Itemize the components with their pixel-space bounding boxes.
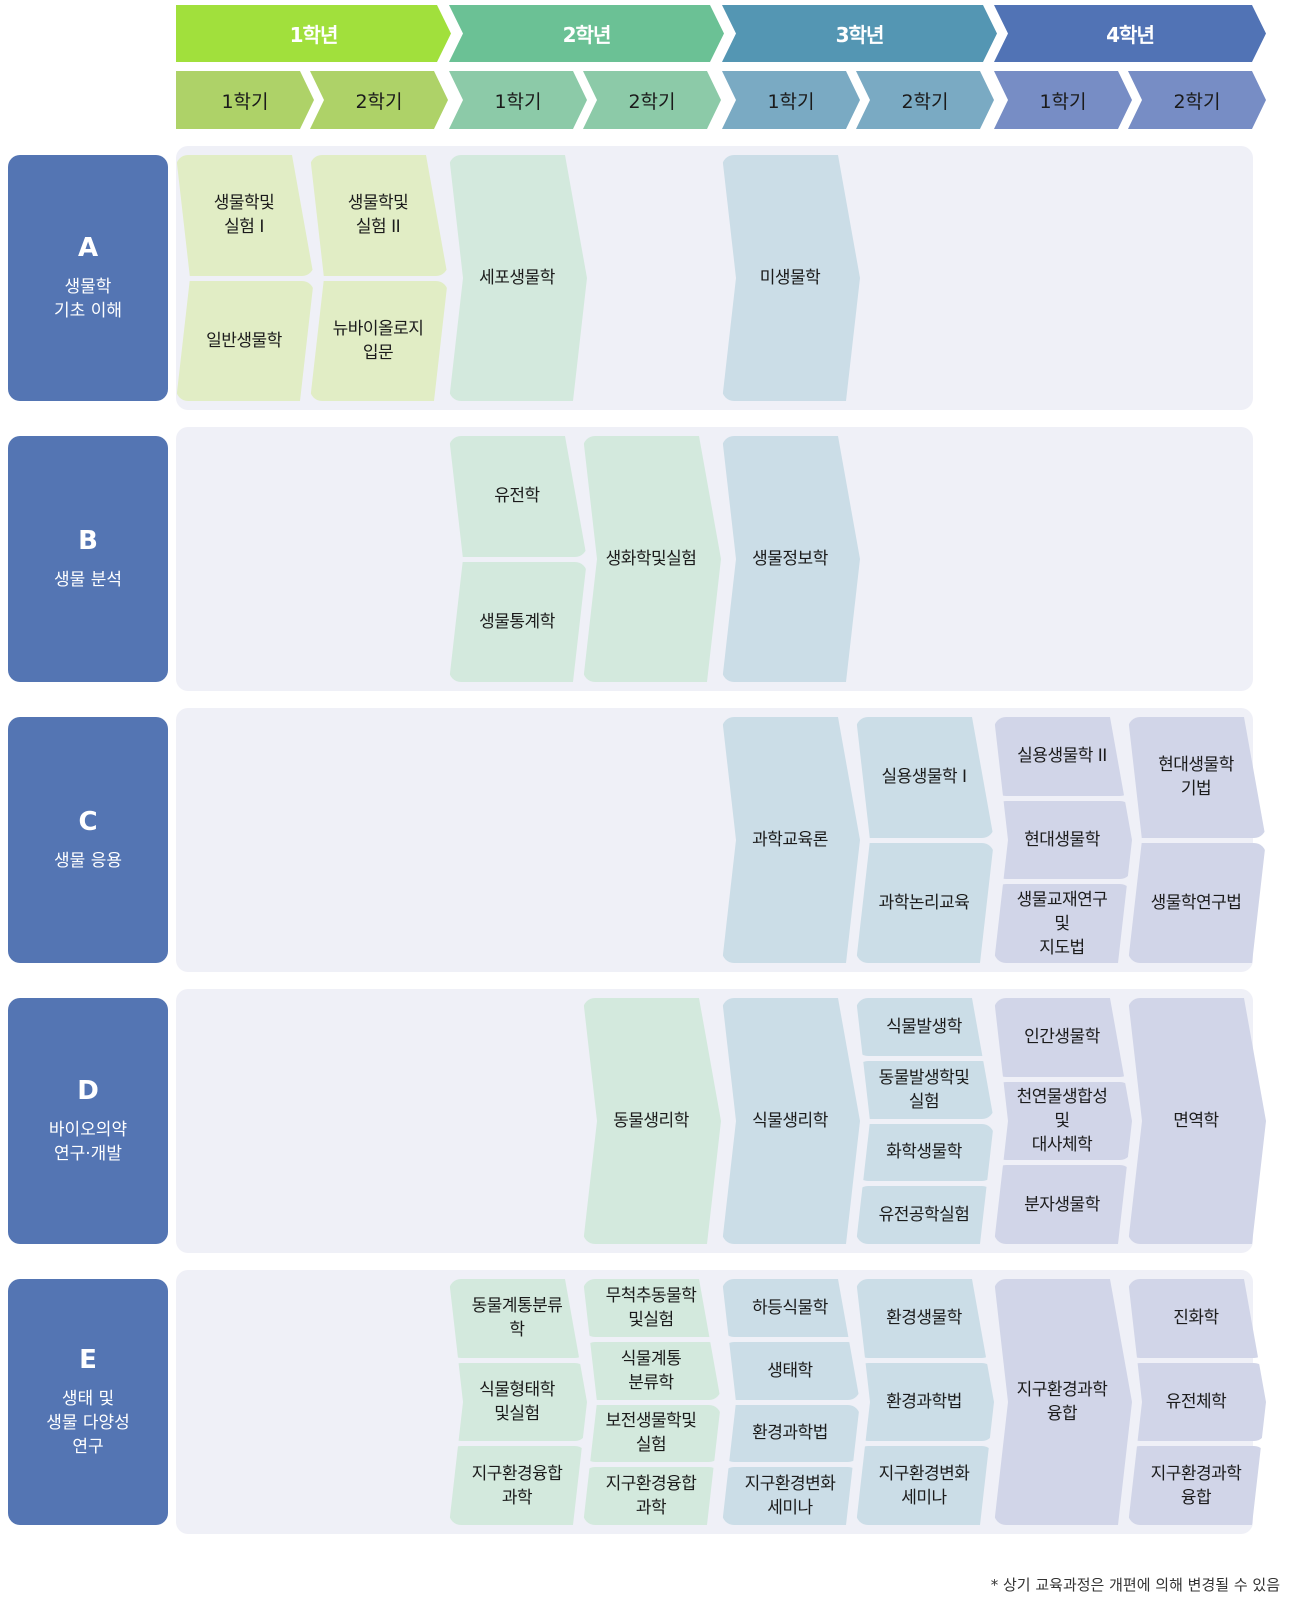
- course-column: 생물정보학: [722, 436, 860, 682]
- course-column: 과학교육론: [722, 717, 860, 963]
- course-column: 지구환경과학 융합: [994, 1279, 1132, 1525]
- course-cell[interactable]: 과학교육론: [722, 717, 860, 963]
- semester-header-1: 1학기: [176, 71, 314, 129]
- course-cell[interactable]: 식물계통 분류학: [583, 1342, 721, 1400]
- course-cell[interactable]: 유전학: [449, 436, 587, 557]
- course-cell[interactable]: 생물학및 실험 II: [310, 155, 448, 276]
- course-cell[interactable]: 천연물생합성및 대사체학: [994, 1082, 1132, 1161]
- course-cell[interactable]: 환경과학법: [722, 1405, 860, 1463]
- track-label-a: A 생물학 기초 이해: [8, 155, 168, 401]
- track-letter: E: [79, 1345, 97, 1375]
- course-cell[interactable]: 유전체학: [1128, 1363, 1266, 1442]
- course-cell[interactable]: 생화학및실험: [583, 436, 721, 682]
- course-cell[interactable]: 하등식물학: [722, 1279, 860, 1337]
- year-header-3: 3학년: [722, 5, 997, 62]
- course-cell[interactable]: 동물생리학: [583, 998, 721, 1244]
- course-cell[interactable]: 유전공학실험: [856, 1186, 994, 1244]
- course-cell[interactable]: 생물통계학: [449, 562, 587, 683]
- course-cell[interactable]: 무척추동물학 및실험: [583, 1279, 721, 1337]
- semester-header-2: 2학기: [310, 71, 448, 129]
- course-cell[interactable]: 뉴바이올로지 입문: [310, 281, 448, 402]
- semester-header-3: 1학기: [449, 71, 587, 129]
- course-cell[interactable]: 생물학및 실험 I: [176, 155, 314, 276]
- course-cell[interactable]: 동물계통분류학: [449, 1279, 587, 1358]
- track-title: 생물 분석: [54, 570, 122, 590]
- track-letter: B: [78, 526, 98, 556]
- track-label-c: C 생물 응용: [8, 717, 168, 963]
- track-label-e: E 생태 및 생물 다양성 연구: [8, 1279, 168, 1525]
- course-cell[interactable]: 지구환경융합 과학: [583, 1467, 721, 1525]
- course-cell[interactable]: 지구환경변화 세미나: [856, 1446, 994, 1525]
- course-cell[interactable]: 일반생물학: [176, 281, 314, 402]
- semester-header-4: 2학기: [583, 71, 721, 129]
- course-column: 생화학및실험: [583, 436, 721, 682]
- course-cell[interactable]: 생물교재연구및 지도법: [994, 884, 1132, 963]
- course-cell[interactable]: 생물정보학: [722, 436, 860, 682]
- course-column: 동물생리학: [583, 998, 721, 1244]
- course-cell[interactable]: 인간생물학: [994, 998, 1132, 1077]
- course-cell[interactable]: 과학논리교육: [856, 843, 994, 964]
- course-cell[interactable]: 식물형태학 및실험: [449, 1363, 587, 1442]
- track-title: 생태 및 생물 다양성 연구: [46, 1389, 130, 1457]
- course-cell[interactable]: 지구환경과학 융합: [1128, 1446, 1266, 1525]
- year-header-2: 2학년: [449, 5, 724, 62]
- year-header-1: 1학년: [176, 5, 451, 62]
- course-column: 식물생리학: [722, 998, 860, 1244]
- semester-header-6: 2학기: [856, 71, 994, 129]
- course-column: 미생물학: [722, 155, 860, 401]
- course-cell[interactable]: 진화학: [1128, 1279, 1266, 1358]
- course-cell[interactable]: 실용생물학 II: [994, 717, 1132, 796]
- semester-header-5: 1학기: [722, 71, 860, 129]
- course-cell[interactable]: 생태학: [722, 1342, 860, 1400]
- course-cell[interactable]: 환경생물학: [856, 1279, 994, 1358]
- track-title: 생물학 기초 이해: [54, 277, 122, 321]
- course-cell[interactable]: 보전생물학및 실험: [583, 1405, 721, 1463]
- course-cell[interactable]: 면역학: [1128, 998, 1266, 1244]
- course-cell[interactable]: 환경과학법: [856, 1363, 994, 1442]
- track-letter: A: [77, 233, 99, 263]
- course-cell[interactable]: 현대생물학: [994, 801, 1132, 880]
- course-cell[interactable]: 화학생물학: [856, 1124, 994, 1182]
- track-label-b: B 생물 분석: [8, 436, 168, 682]
- course-cell[interactable]: 식물생리학: [722, 998, 860, 1244]
- course-cell[interactable]: 세포생물학: [449, 155, 587, 401]
- course-cell[interactable]: 지구환경변화 세미나: [722, 1467, 860, 1525]
- course-cell[interactable]: 현대생물학 기법: [1128, 717, 1266, 838]
- year-header-4: 4학년: [994, 5, 1266, 62]
- track-title: 생물 응용: [54, 851, 122, 871]
- course-cell[interactable]: 식물발생학: [856, 998, 994, 1056]
- course-cell[interactable]: 동물발생학및 실험: [856, 1061, 994, 1119]
- track-letter: C: [78, 807, 98, 837]
- semester-header-8: 2학기: [1128, 71, 1266, 129]
- track-label-d: D 바이오의약 연구·개발: [8, 998, 168, 1244]
- course-cell[interactable]: 생물학연구법: [1128, 843, 1266, 964]
- course-cell[interactable]: 실용생물학 I: [856, 717, 994, 838]
- course-column: 면역학: [1128, 998, 1266, 1244]
- track-letter: D: [77, 1076, 99, 1106]
- course-cell[interactable]: 지구환경과학 융합: [994, 1279, 1132, 1525]
- footnote: * 상기 교육과정은 개편에 의해 변경될 수 있음: [990, 1576, 1280, 1594]
- course-cell[interactable]: 분자생물학: [994, 1165, 1132, 1244]
- course-cell[interactable]: 미생물학: [722, 155, 860, 401]
- course-cell[interactable]: 지구환경융합과학: [449, 1446, 587, 1525]
- track-title: 바이오의약 연구·개발: [48, 1120, 128, 1164]
- semester-header-7: 1학기: [994, 71, 1132, 129]
- course-column: 세포생물학: [449, 155, 587, 401]
